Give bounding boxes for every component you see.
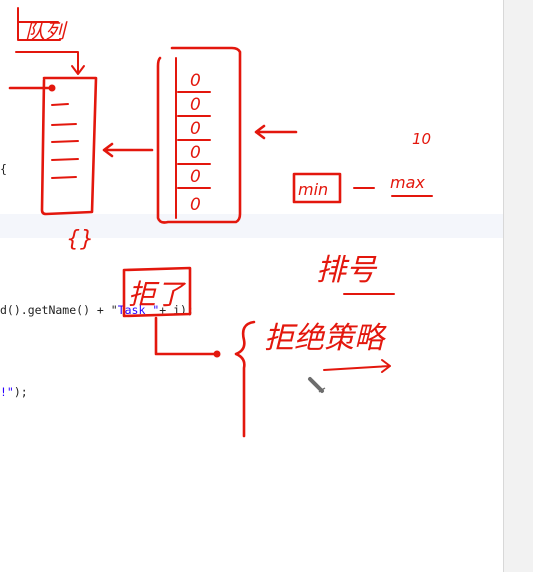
code-line: !"); <box>0 385 28 399</box>
pool-thread-cell: 0 <box>190 119 201 139</box>
pool-thread-cell: 0 <box>190 143 201 163</box>
policy-brace <box>234 320 256 438</box>
reject-arrow-dot <box>213 350 221 358</box>
pool-thread-cell: 0 <box>190 167 201 187</box>
queue-item-line <box>51 103 69 106</box>
queue-brace-label: {} <box>66 227 94 252</box>
incoming-arrow-dot <box>48 84 56 92</box>
queue-item-line <box>51 158 79 161</box>
max-label: max <box>390 173 425 192</box>
queue-item-line <box>51 140 79 143</box>
reject-box <box>122 266 192 318</box>
queue-label-arrow <box>15 51 85 75</box>
pool-thread-cell: 0 <box>190 71 201 91</box>
code-line: { <box>0 162 7 176</box>
pool-incoming-arrow <box>254 124 298 140</box>
pool-thread-cell: 0 <box>190 95 201 115</box>
min-label: min <box>298 180 328 199</box>
right-side-panel <box>503 0 533 572</box>
pool-thread-cell: 0 <box>190 195 201 215</box>
code-editor[interactable] <box>0 0 503 572</box>
queue-label-bracket <box>17 7 61 41</box>
queue-label: 队列 <box>25 19 68 43</box>
string-literal: !" <box>0 385 14 399</box>
min-box <box>292 172 342 204</box>
reject-policy-label: 拒绝策略 <box>264 321 387 356</box>
queue-box <box>40 76 98 216</box>
pen-cursor-icon <box>308 377 326 393</box>
reject-policy-underline <box>323 359 391 373</box>
pool-to-queue-arrow <box>102 142 154 158</box>
current-line-highlight <box>0 214 503 238</box>
queue-item-line <box>51 176 77 179</box>
queue-item-line <box>51 123 77 126</box>
thread-pool-box <box>156 46 242 224</box>
reject-arrow <box>154 316 216 356</box>
max-number-label: 10 <box>412 130 431 148</box>
reject-label: 拒了 <box>128 278 187 311</box>
queue-number-label: 排号 <box>316 253 378 288</box>
